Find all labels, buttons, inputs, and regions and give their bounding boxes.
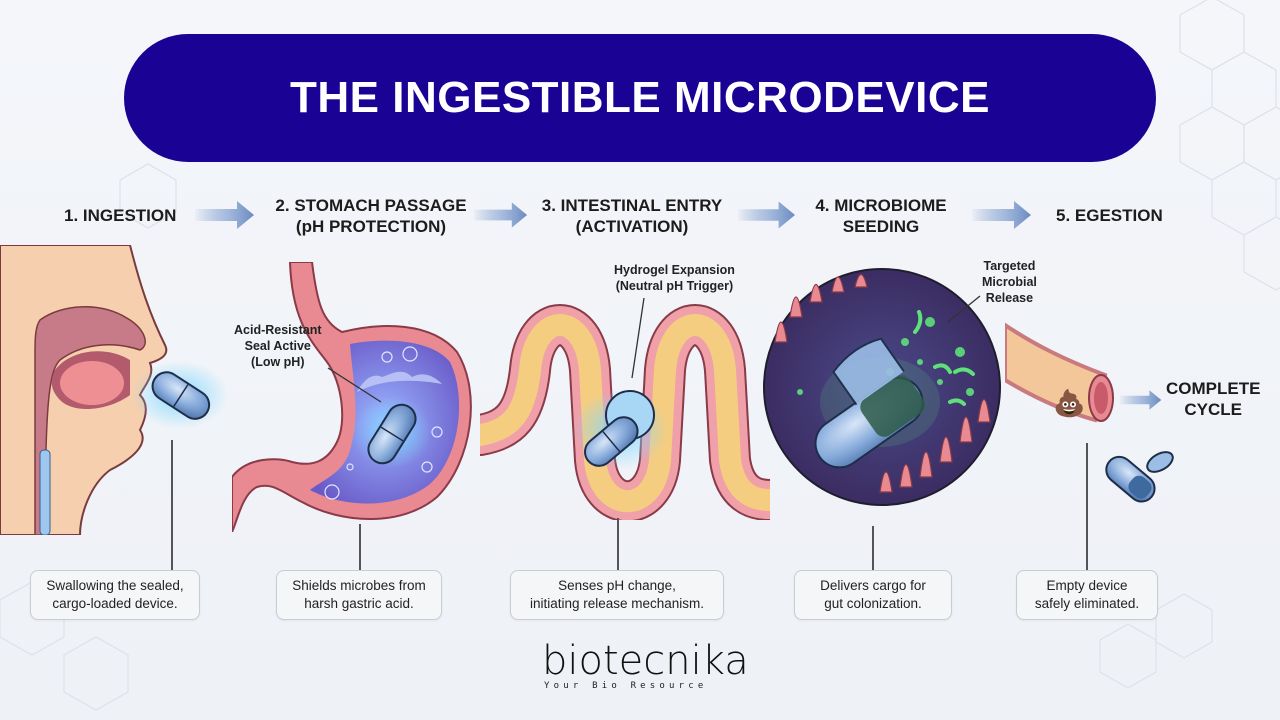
step-subtitle-text: (pH PROTECTION) [295,217,447,236]
caption-line: Empty device [1046,578,1128,593]
annotation-line: Acid-Resistant [234,323,322,337]
logo-tagline: Your Bio Resource [544,681,708,691]
annotation-line: Targeted [983,259,1036,273]
connector-line-4 [872,526,874,570]
annotation-line: Hydrogel Expansion [614,263,735,277]
page-title: THE INGESTIBLE MICRODEVICE [290,73,990,122]
complete-line: CYCLE [1184,400,1243,419]
step-3-caption: Senses pH change, initiating release mec… [510,570,724,620]
annotation-line: Microbial [982,275,1037,289]
annotation-line: (Low pH) [251,355,305,369]
step-1-title: 1. INGESTION [64,205,176,226]
stomach-leader-line [327,367,382,403]
step-title-text: 3. INTESTINAL ENTRY [541,196,723,215]
step-4-caption: Delivers cargo for gut colonization. [794,570,952,620]
waste-icon: 💩 [1053,388,1086,418]
complete-cycle-label: COMPLETE CYCLE [1166,378,1260,420]
step-title-text: 5. EGESTION [1056,206,1163,225]
capsule-icon [132,361,228,429]
annotation-line: Release [985,291,1034,305]
microbiome-annotation: Targeted Microbial Release [982,258,1037,306]
step-title-text: 2. STOMACH PASSAGE [275,196,467,215]
caption-line: Delivers cargo for [820,578,926,593]
step-5-title: 5. EGESTION [1056,205,1163,226]
logo-wordmark: biotecnika [542,638,749,684]
caption-line: Swallowing the sealed, [46,578,184,593]
biotecnika-logo: biotecnika Your Bio Resource [540,636,749,702]
microbiome-closeup-illustration [763,268,1001,506]
complete-line: COMPLETE [1166,379,1261,398]
connector-line-2 [359,524,361,570]
intestine-annotation: Hydrogel Expansion (Neutral pH Trigger) [614,262,735,294]
caption-line: Shields microbes from [292,578,426,593]
caption-line: gut colonization. [824,596,922,611]
step-3-title: 3. INTESTINAL ENTRY (ACTIVATION) [532,195,732,237]
step-subtitle-text: SEEDING [842,217,920,236]
step-2-caption: Shields microbes from harsh gastric acid… [276,570,442,620]
caption-line: initiating release mechanism. [529,596,705,611]
step-title-text: 1. INGESTION [64,206,177,225]
microbiome-leader-line [947,295,981,323]
caption-line: Senses pH change, [558,578,676,593]
caption-line: cargo-loaded device. [52,596,178,611]
connector-line-1 [171,440,173,570]
annotation-line: (Neutral pH Trigger) [615,279,734,293]
connector-line-3 [617,518,619,570]
step-title-text: 4. MICROBIOME [815,196,947,215]
stomach-annotation: Acid-Resistant Seal Active (Low pH) [234,322,322,370]
step-5-caption: Empty device safely eliminated. [1016,570,1158,620]
colon-outlet-illustration [1005,322,1114,423]
head-profile-illustration [0,245,228,535]
flow-arrow-2 [474,202,528,228]
step-4-title: 4. MICROBIOME SEEDING [806,195,956,237]
step-1-caption: Swallowing the sealed, cargo-loaded devi… [30,570,200,620]
step-subtitle-text: (ACTIVATION) [575,217,689,236]
step-2-title: 2. STOMACH PASSAGE (pH PROTECTION) [268,195,474,237]
title-banner: THE INGESTIBLE MICRODEVICE [124,34,1156,162]
complete-cycle-arrow [1120,390,1162,410]
stomach-illustration [232,262,472,532]
flow-arrow-1 [195,201,254,229]
connector-line-5 [1086,443,1088,570]
intestine-leader-line [631,297,645,379]
flow-arrow-4 [972,201,1031,229]
annotation-line: Seal Active [244,339,311,353]
flow-arrow-3 [738,201,796,229]
intestine-illustration [480,304,770,520]
caption-line: harsh gastric acid. [304,596,414,611]
caption-line: safely eliminated. [1034,596,1140,611]
empty-capsule-icon [1105,451,1174,503]
